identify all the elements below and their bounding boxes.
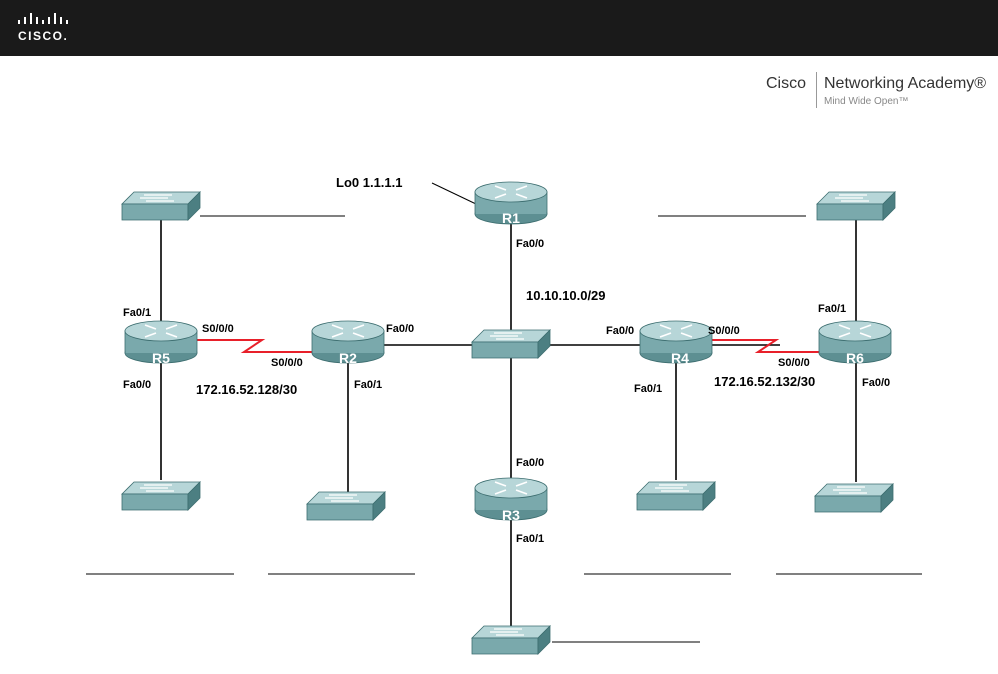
cisco-logo-text: CISCO. — [18, 29, 69, 43]
router-r4-label: R4 — [671, 350, 689, 366]
switch-r3-bottom — [471, 625, 551, 655]
r6-s000-label: S0/0/0 — [778, 357, 810, 369]
r6-fa00-label: Fa0/0 — [862, 377, 890, 389]
r1-loopback-label: Lo0 1.1.1.1 — [336, 175, 402, 190]
switch-core — [471, 329, 551, 359]
cisco-logo: CISCO. — [18, 12, 78, 46]
r5-r2-network-label: 172.16.52.128/30 — [196, 382, 297, 397]
switch-r5-bottom — [121, 481, 201, 511]
router-r4: R4 — [639, 320, 713, 366]
router-r3: R3 — [474, 477, 548, 523]
router-r1: R1 — [474, 181, 548, 226]
blank-lines — [86, 182, 922, 643]
cisco-bars-icon — [18, 13, 68, 24]
r5-fa01-label: Fa0/1 — [123, 307, 151, 319]
r4-fa00-label: Fa0/0 — [606, 325, 634, 337]
r5-fa00-label: Fa0/0 — [123, 379, 151, 391]
academy-divider — [816, 72, 817, 108]
academy-name: Networking Academy® — [824, 75, 987, 92]
r3-fa01-label: Fa0/1 — [516, 533, 544, 545]
serial-link-r4-r6 — [710, 339, 820, 353]
router-r2-label: R2 — [339, 350, 357, 366]
academy-tagline: Mind Wide Open™ — [824, 96, 909, 107]
switch-r2-bottom — [306, 491, 386, 521]
r1-fa00-label: Fa0/0 — [516, 238, 544, 250]
r3-fa00-label: Fa0/0 — [516, 457, 544, 469]
academy-brand: Cisco — [766, 75, 807, 92]
r2-fa01-label: Fa0/1 — [354, 379, 382, 391]
router-r5: R5 — [124, 320, 198, 366]
switch-r6-top — [816, 191, 896, 221]
ethernet-links — [160, 210, 857, 626]
r4-r6-network-label: 172.16.52.132/30 — [714, 374, 815, 389]
switch-r4-bottom — [636, 481, 716, 511]
core-lan-network-label: 10.10.10.0/29 — [526, 288, 606, 303]
r2-s000-label: S0/0/0 — [271, 357, 303, 369]
router-r1-label: R1 — [502, 210, 520, 226]
switch-r5-top — [121, 191, 201, 221]
r4-s000-label: S0/0/0 — [708, 325, 740, 337]
r5-s000-label: S0/0/0 — [202, 323, 234, 335]
router-r3-label: R3 — [502, 507, 520, 523]
router-r5-label: R5 — [152, 350, 170, 366]
switch-r6-bottom — [814, 483, 894, 513]
r4-fa01-label: Fa0/1 — [634, 383, 662, 395]
lo0-leader-line — [431, 182, 477, 205]
header-bar: CISCO. — [0, 0, 998, 56]
router-r6-label: R6 — [846, 350, 864, 366]
router-r6: R6 — [818, 320, 892, 366]
r2-fa00-label: Fa0/0 — [386, 323, 414, 335]
router-r2: R2 — [311, 320, 385, 366]
r6-fa01-label: Fa0/1 — [818, 303, 846, 315]
serial-link-r5-r2 — [196, 339, 312, 353]
